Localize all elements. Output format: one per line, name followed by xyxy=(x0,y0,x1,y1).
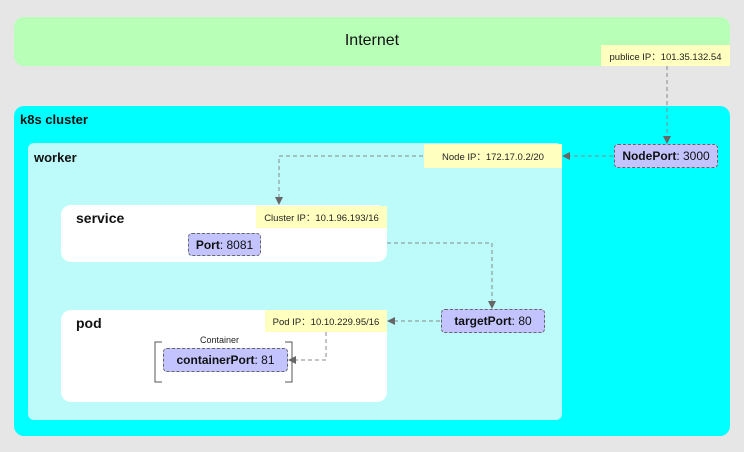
service-port-value: : 8081 xyxy=(219,237,254,252)
pod-ip-label: Pod IP：10.10.229.95/16 xyxy=(265,310,387,332)
container-port: containerPort: 81 xyxy=(163,348,288,372)
internet-label: Internet xyxy=(344,32,400,49)
service-port-name: Port xyxy=(195,237,220,252)
container-bracket xyxy=(154,341,293,383)
public-ip-label: publice IP：101.35.132.54 xyxy=(601,45,730,66)
node-port: NodePort: 3000 xyxy=(614,144,718,168)
container-port-value: : 81 xyxy=(254,353,275,367)
arrow-service-to-targetport xyxy=(387,242,496,309)
arrow-podip-to-containerport xyxy=(288,332,327,364)
node-port-value: : 3000 xyxy=(676,149,710,163)
target-port-value: : 80 xyxy=(511,314,532,328)
pod-label: pod xyxy=(76,315,102,331)
node-port-name: NodePort xyxy=(622,149,677,163)
service-port: Port: 8081 xyxy=(188,233,261,256)
arrow-nodeip-to-service xyxy=(275,155,423,205)
target-port: targetPort: 80 xyxy=(441,309,545,333)
container-port-name: containerPort xyxy=(176,353,255,367)
container-label: Container xyxy=(200,335,240,345)
cluster-ip-label: Cluster IP：10.1.96.193/16 xyxy=(256,206,387,228)
cluster-label: k8s cluster xyxy=(20,112,88,127)
service-label: service xyxy=(76,210,125,226)
worker-label: worker xyxy=(34,150,77,165)
target-port-name: targetPort xyxy=(454,314,512,328)
node-ip-label: Node IP：172.17.0.2/20 xyxy=(424,144,562,168)
